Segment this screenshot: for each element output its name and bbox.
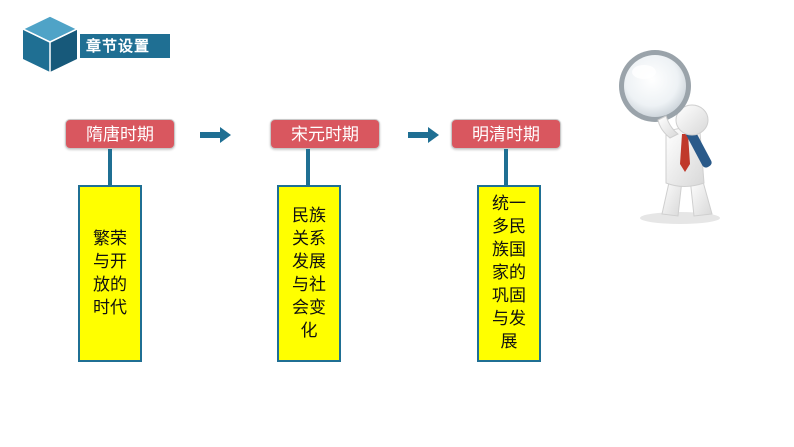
description-box-song-yuan: 民族关系发展与社会变化 <box>277 185 341 362</box>
connector-line <box>306 149 310 186</box>
connector-line <box>504 149 508 186</box>
period-sui-tang: 隋唐时期 <box>65 119 175 149</box>
period-song-yuan: 宋元时期 <box>270 119 380 149</box>
section-title: 章节设置 <box>80 34 170 58</box>
description-box-ming-qing: 统一多民族国家的巩固与发展 <box>477 185 541 362</box>
arrow-right-icon <box>408 127 439 143</box>
cube-icon <box>21 15 79 72</box>
period-ming-qing: 明清时期 <box>451 119 561 149</box>
arrow-right-icon <box>200 127 231 143</box>
description-box-sui-tang: 繁荣与开放的时代 <box>78 185 142 362</box>
description-text: 统一多民族国家的巩固与发展 <box>492 194 526 352</box>
description-text: 繁荣与开放的时代 <box>93 228 127 318</box>
description-text: 民族关系发展与社会变化 <box>292 205 326 341</box>
connector-line <box>108 149 112 186</box>
magnifier-figure-icon <box>619 50 720 224</box>
